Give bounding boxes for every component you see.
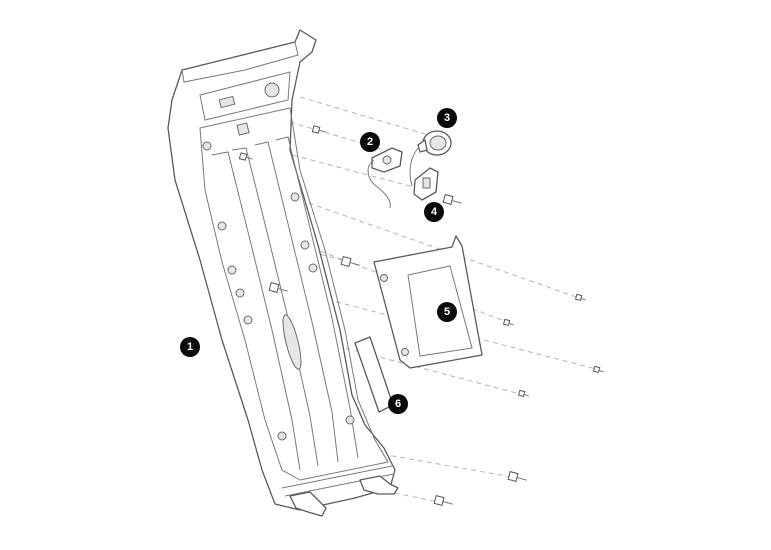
screw bbox=[502, 318, 514, 327]
callout-5-label: 5 bbox=[444, 306, 450, 318]
bottom-latch-right bbox=[359, 475, 399, 495]
screws bbox=[238, 125, 604, 506]
mount-hole bbox=[290, 192, 300, 202]
grommet-stem bbox=[417, 139, 428, 153]
part-1-frame bbox=[167, 29, 399, 517]
screw bbox=[238, 152, 253, 161]
mount-hole bbox=[345, 415, 355, 425]
mid-square-hole bbox=[236, 122, 250, 136]
part-5-cover-plate bbox=[373, 235, 483, 369]
callout-2-label: 2 bbox=[367, 136, 373, 148]
screw bbox=[433, 494, 453, 506]
frame-top-inner bbox=[199, 71, 291, 121]
grommet-inner bbox=[429, 135, 447, 151]
leader-line bbox=[299, 96, 446, 141]
bottom-latch-left bbox=[289, 491, 327, 517]
bracket-hole bbox=[382, 155, 392, 165]
mount-hole bbox=[235, 288, 245, 298]
screw bbox=[517, 389, 529, 398]
top-slot bbox=[218, 95, 236, 109]
mount-hole bbox=[300, 240, 310, 250]
callout-5: 5 bbox=[437, 302, 457, 322]
channel bbox=[211, 151, 301, 471]
part-2-bracket bbox=[367, 147, 403, 209]
plate-outline bbox=[373, 235, 483, 369]
callout-3: 3 bbox=[437, 108, 457, 128]
screw bbox=[268, 281, 288, 293]
callout-2: 2 bbox=[360, 132, 380, 152]
callout-1-label: 1 bbox=[187, 341, 193, 353]
frame-top-tab bbox=[181, 41, 299, 83]
callout-1: 1 bbox=[180, 337, 200, 357]
frame-inner-border bbox=[199, 107, 389, 481]
leader-line bbox=[299, 199, 583, 300]
channel bbox=[231, 147, 319, 467]
screw bbox=[507, 470, 527, 482]
screw bbox=[340, 255, 360, 267]
side-slot bbox=[282, 314, 302, 370]
callout-6: 6 bbox=[388, 394, 408, 414]
mount-hole bbox=[227, 265, 237, 275]
mount-hole bbox=[202, 141, 212, 151]
plate-inner bbox=[407, 265, 473, 357]
mount-hole bbox=[308, 263, 318, 273]
bracket-wire bbox=[367, 159, 391, 209]
clip-slot bbox=[422, 177, 431, 189]
mount-hole bbox=[243, 315, 253, 325]
part-6-strip bbox=[354, 336, 394, 413]
plate-hole bbox=[401, 348, 409, 356]
screw bbox=[311, 125, 326, 134]
screw bbox=[442, 193, 462, 205]
screw bbox=[592, 365, 604, 374]
callout-4-label: 4 bbox=[431, 206, 438, 218]
strip-outline bbox=[354, 336, 394, 413]
channel bbox=[254, 141, 339, 463]
callout-6-label: 6 bbox=[395, 398, 401, 410]
plate-hole bbox=[380, 274, 388, 282]
mount-hole bbox=[277, 431, 287, 441]
part-4-clip bbox=[413, 167, 439, 201]
leader-line bbox=[309, 294, 601, 371]
callouts: 1 2 3 4 5 6 bbox=[180, 108, 457, 414]
screw bbox=[574, 293, 586, 302]
callout-3-label: 3 bbox=[444, 112, 450, 124]
grommet-wire bbox=[409, 147, 419, 187]
callout-4: 4 bbox=[424, 202, 444, 222]
top-round-hole bbox=[264, 82, 280, 98]
mount-hole bbox=[217, 221, 227, 231]
frame-outline bbox=[167, 29, 396, 511]
part-3-grommet bbox=[409, 130, 452, 187]
